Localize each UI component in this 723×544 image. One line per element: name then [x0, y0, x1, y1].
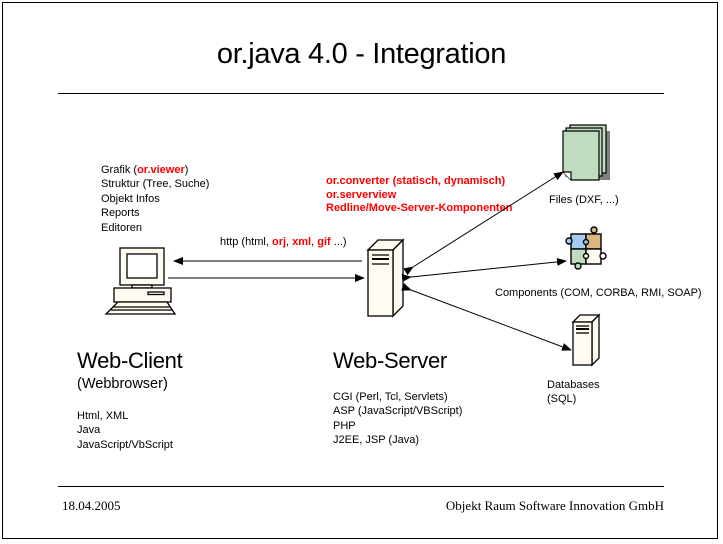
- databases-label: Databases (SQL): [547, 379, 600, 406]
- server-heading: Web-Server: [333, 348, 447, 373]
- client-tech-list: Html, XML Java JavaScript/VbScript: [77, 409, 173, 452]
- server-tech: PHP: [333, 419, 356, 432]
- server-tech: J2EE, JSP (Java): [333, 434, 419, 447]
- desktop-computer-icon: [104, 247, 177, 315]
- viewer-highlight: or.viewer: [137, 164, 185, 176]
- puzzle-icon: [565, 226, 607, 270]
- protocol-format: xml: [292, 236, 312, 248]
- protocol-format: orj: [271, 236, 287, 248]
- client-tech: Java: [77, 424, 101, 437]
- server-tower-icon: [366, 238, 405, 318]
- client-feature-list: Grafik (or.viewer) Struktur (Tree, Suche…: [101, 163, 209, 235]
- server-component: or.serverview: [326, 188, 397, 201]
- arrow-server-to-files: [403, 171, 564, 276]
- title-divider: [58, 93, 664, 94]
- files-label: Files (DXF, ...): [549, 194, 619, 206]
- document-stack-icon: [562, 124, 610, 181]
- client-feature-grafik: Grafik (or.viewer): [101, 164, 189, 176]
- arrow-server-to-components: [401, 257, 567, 282]
- server-tech: CGI (Perl, Tcl, Servlets): [333, 391, 448, 403]
- client-feature-reports: Reports: [101, 207, 140, 220]
- server-tech-list: CGI (Perl, Tcl, Servlets) ASP (JavaScrip…: [333, 390, 462, 448]
- footer-date: 18.04.2005: [62, 498, 121, 513]
- client-feature-struktur: Struktur (Tree, Suche): [101, 178, 210, 191]
- protocol-label: http (html, orj, xml, gif ...): [220, 236, 347, 248]
- arrow-server-to-databases: [401, 283, 572, 351]
- server-tech: ASP (JavaScript/VBScript): [333, 405, 463, 418]
- slide-title: or.java 4.0 - Integration: [216, 38, 507, 70]
- client-tech: JavaScript/VbScript: [77, 438, 173, 451]
- database-server-icon: [571, 313, 601, 367]
- slide-frame: [2, 2, 718, 539]
- footer-divider: [58, 486, 664, 487]
- client-feature-editoren: Editoren: [101, 221, 142, 234]
- connection-arrows: [168, 171, 572, 351]
- client-tech: Html, XML: [77, 410, 129, 422]
- client-feature-objekt-infos: Objekt Infos: [101, 192, 160, 205]
- footer-company: Objekt Raum Software Innovation GmbH: [445, 498, 664, 513]
- client-subheading: (Webbrowser): [77, 376, 168, 392]
- protocol-format: gif: [317, 236, 331, 248]
- client-heading: Web-Client: [77, 348, 183, 373]
